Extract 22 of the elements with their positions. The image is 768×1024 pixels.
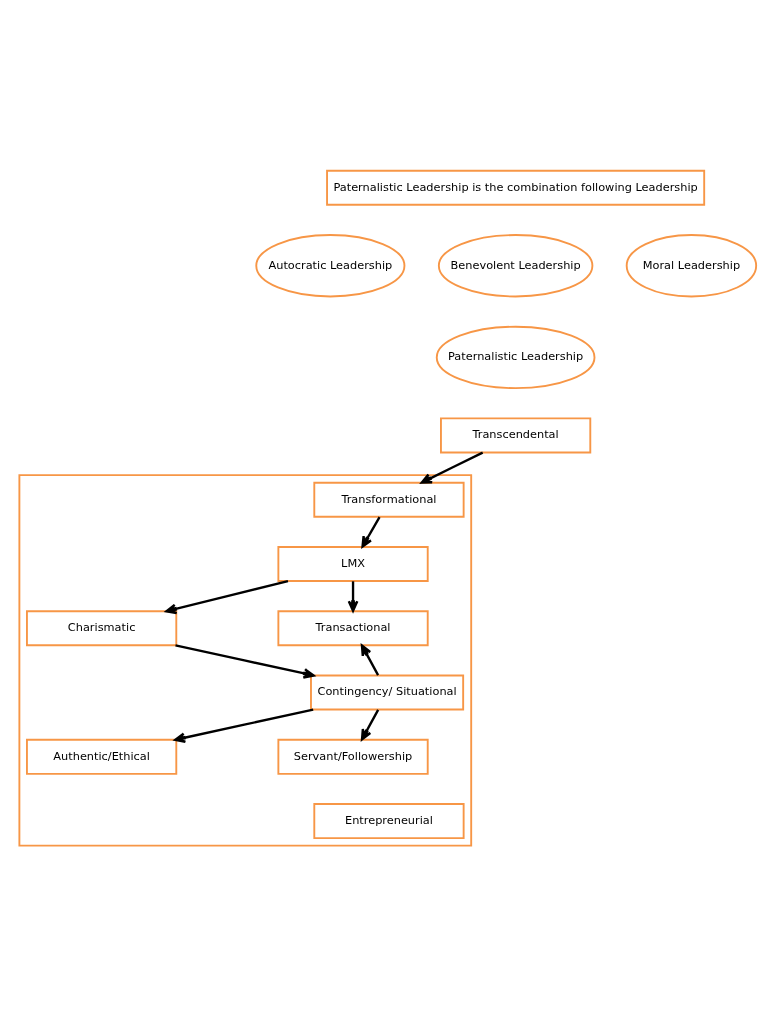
node-box: Transformational: [313, 481, 465, 518]
node-box: LMX: [277, 546, 429, 582]
node-box: Authentic/Ethical: [26, 738, 178, 775]
node-box: Transactional: [277, 610, 429, 647]
node-box: Transcendental: [440, 417, 592, 454]
node-ellipse: Benevolent Leadership: [437, 234, 594, 298]
node-box: Paternalistic Leadership is the combination following Leadership: [326, 169, 706, 206]
arrow: [175, 644, 315, 679]
arrow: [347, 581, 359, 612]
node-box: Contingency/ Situational: [310, 674, 465, 711]
arrow: [360, 644, 380, 676]
node-box: Servant/Followership: [277, 738, 429, 775]
node-ellipse: Paternalistic Leadership: [435, 325, 596, 390]
arrow: [361, 516, 381, 548]
node-ellipse: Autocratic Leadership: [255, 234, 406, 298]
arrow: [360, 709, 380, 741]
node-ellipse: Moral Leadership: [625, 234, 758, 298]
arrow: [165, 579, 289, 615]
node-box: Charismatic: [26, 610, 178, 647]
arrow: [174, 708, 314, 744]
node-box: Entrepreneurial: [313, 803, 465, 840]
arrow: [420, 451, 484, 484]
